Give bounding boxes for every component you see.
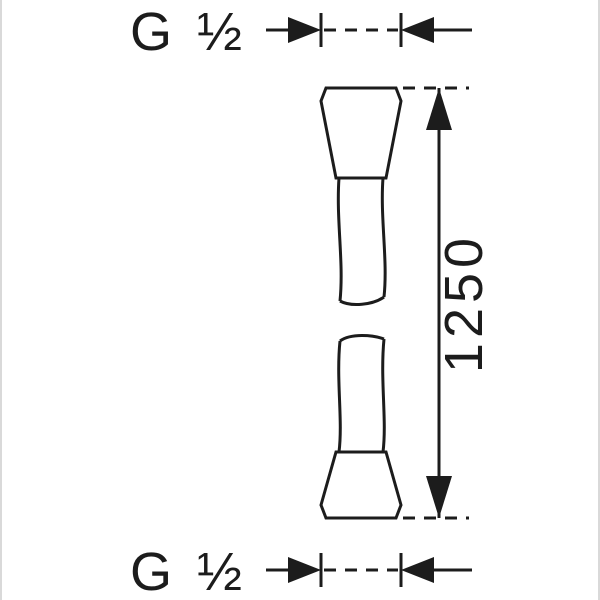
- hose-break-upper-cap: [339, 295, 385, 306]
- arrowhead-right-icon: [288, 17, 321, 43]
- hose-lower-right-edge: [381, 338, 386, 453]
- arrowhead-left-icon: [401, 557, 434, 583]
- hose-upper-right-edge: [380, 177, 387, 298]
- bottom-thread-label: G ½: [130, 542, 247, 600]
- arrowhead-left-icon: [401, 17, 434, 43]
- hose-upper-left-edge: [336, 177, 343, 302]
- top-thread-dimension: G ½: [130, 2, 472, 62]
- hose-break-lower-cap: [339, 334, 385, 343]
- length-label: 1250: [434, 233, 494, 373]
- length-dimension: 1250: [403, 86, 494, 520]
- hose-lower-left-edge: [337, 340, 342, 453]
- bottom-thread-dimension: G ½: [130, 542, 472, 600]
- arrowhead-up-icon: [426, 88, 452, 130]
- arrowhead-down-icon: [426, 476, 452, 518]
- top-connector-outline: [319, 86, 403, 180]
- top-thread-label: G ½: [130, 2, 247, 62]
- bottom-connector-outline: [319, 450, 403, 520]
- hose-drawing: [319, 86, 403, 520]
- arrowhead-right-icon: [288, 557, 321, 583]
